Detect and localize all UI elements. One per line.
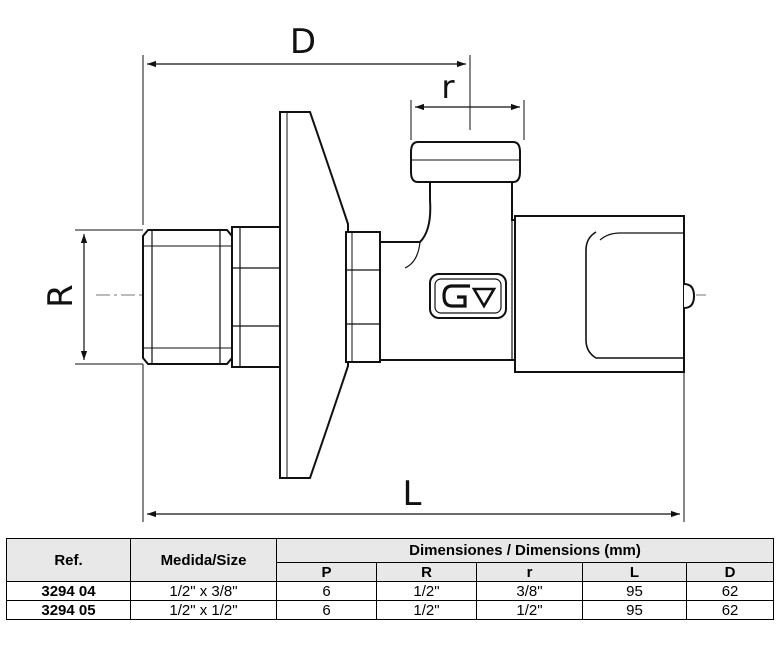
cell-r: 3/8" [476,581,583,601]
header-dim-R: R [376,562,477,582]
cell-P: 6 [276,600,377,620]
cell-D: 62 [685,600,775,620]
dimension-label-D: D [290,22,316,62]
dimension-label-r: r [441,68,455,106]
cell-R: 1/2" [376,600,477,620]
dimension-r: r [410,68,525,140]
cell-R: 1/2" [376,581,477,601]
cell-ref: 3294 04 [6,581,131,601]
gv-logo [429,273,507,319]
table-row: 3294 04 1/2" x 3/8" 6 1/2" 3/8" 95 62 [6,581,775,601]
outlet-connector [410,141,521,196]
dimension-L: L [142,364,685,522]
header-size: Medida/Size [130,538,277,582]
cell-size: 1/2" x 1/2" [130,600,277,620]
cell-L: 95 [582,600,687,620]
wall-flange [279,111,349,479]
cell-r: 1/2" [476,600,583,620]
cell-D: 62 [685,581,775,601]
dimension-R: R [41,229,143,365]
inlet-connector [142,226,281,368]
table-row: 3294 05 1/2" x 1/2" 6 1/2" 1/2" 95 62 [6,600,775,620]
dimension-label-R: R [41,284,81,308]
cell-ref: 3294 05 [6,600,131,620]
body-hex-nut [345,231,381,363]
header-ref: Ref. [6,538,131,582]
dimension-label-L: L [403,474,422,514]
header-dim-P: P [276,562,377,582]
dimension-D: D [142,22,471,225]
cell-L: 95 [582,581,687,601]
header-dim-L: L [582,562,687,582]
header-dim-D: D [685,562,775,582]
dimensions-table: Ref. Medida/Size Dimensiones / Dimension… [6,538,775,620]
cell-P: 6 [276,581,377,601]
valve-body [379,179,516,361]
header-dim-r: r [476,562,583,582]
cell-size: 1/2" x 3/8" [130,581,277,601]
valve-technical-drawing: D r R L [41,22,706,522]
header-dimensions: Dimensiones / Dimensions (mm) [275,538,775,563]
valve-handle [514,215,696,373]
